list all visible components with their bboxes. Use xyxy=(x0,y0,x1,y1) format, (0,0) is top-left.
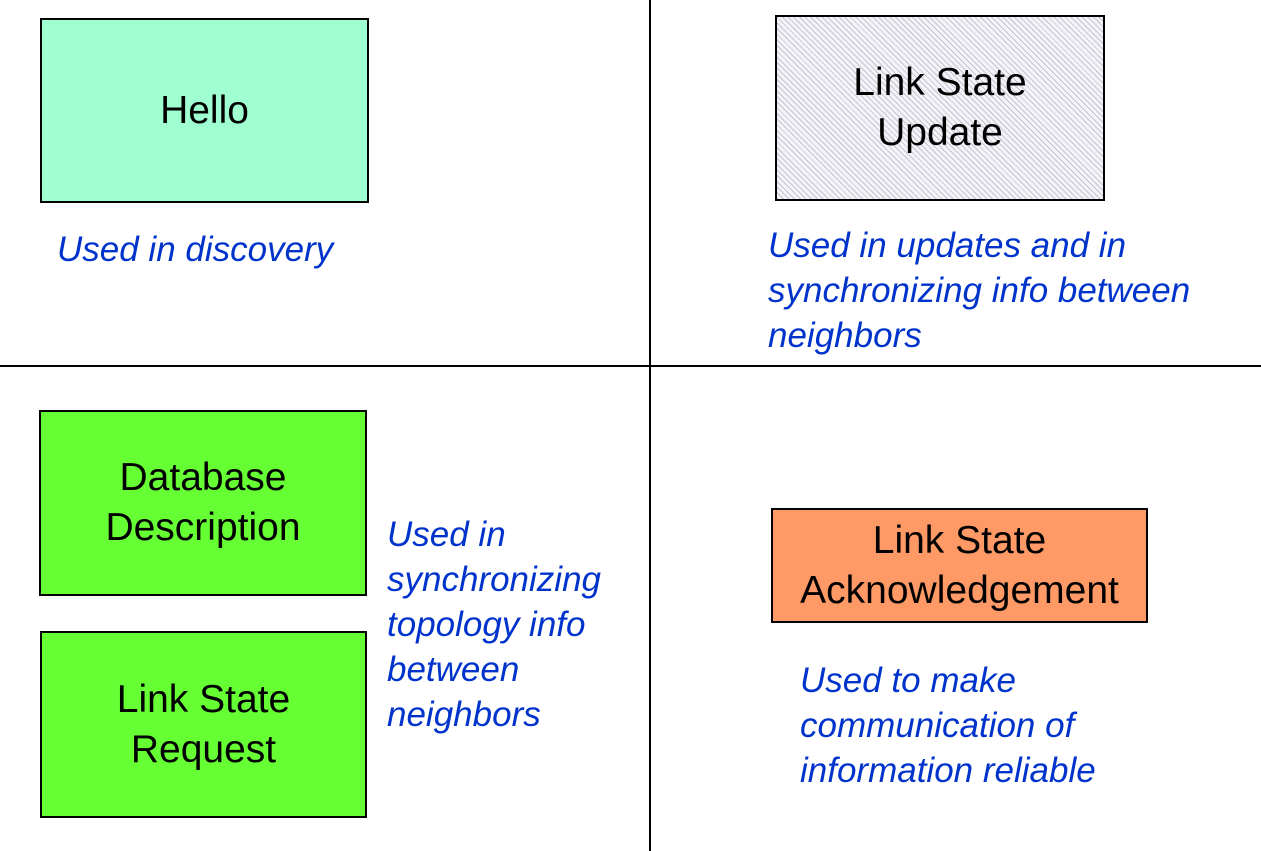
hello-description: Used in discovery xyxy=(57,230,334,269)
link-state-acknowledgement-description: Used to make communication of informatio… xyxy=(800,661,1096,790)
link-state-update-description: Used in updates and in synchronizing inf… xyxy=(768,226,1191,355)
synchronization-description: Used in synchronizing topology info betw… xyxy=(387,515,601,734)
link-state-acknowledgement-box: Link State Acknowledgement xyxy=(771,508,1148,623)
horizontal-divider xyxy=(0,365,1261,367)
link-state-request-box: Link State Request xyxy=(40,631,367,818)
link-state-update-box: Link State Update xyxy=(775,15,1105,201)
vertical-divider xyxy=(649,0,651,851)
database-description-box: Database Description xyxy=(39,410,367,596)
hello-packet-box: Hello xyxy=(40,18,369,203)
